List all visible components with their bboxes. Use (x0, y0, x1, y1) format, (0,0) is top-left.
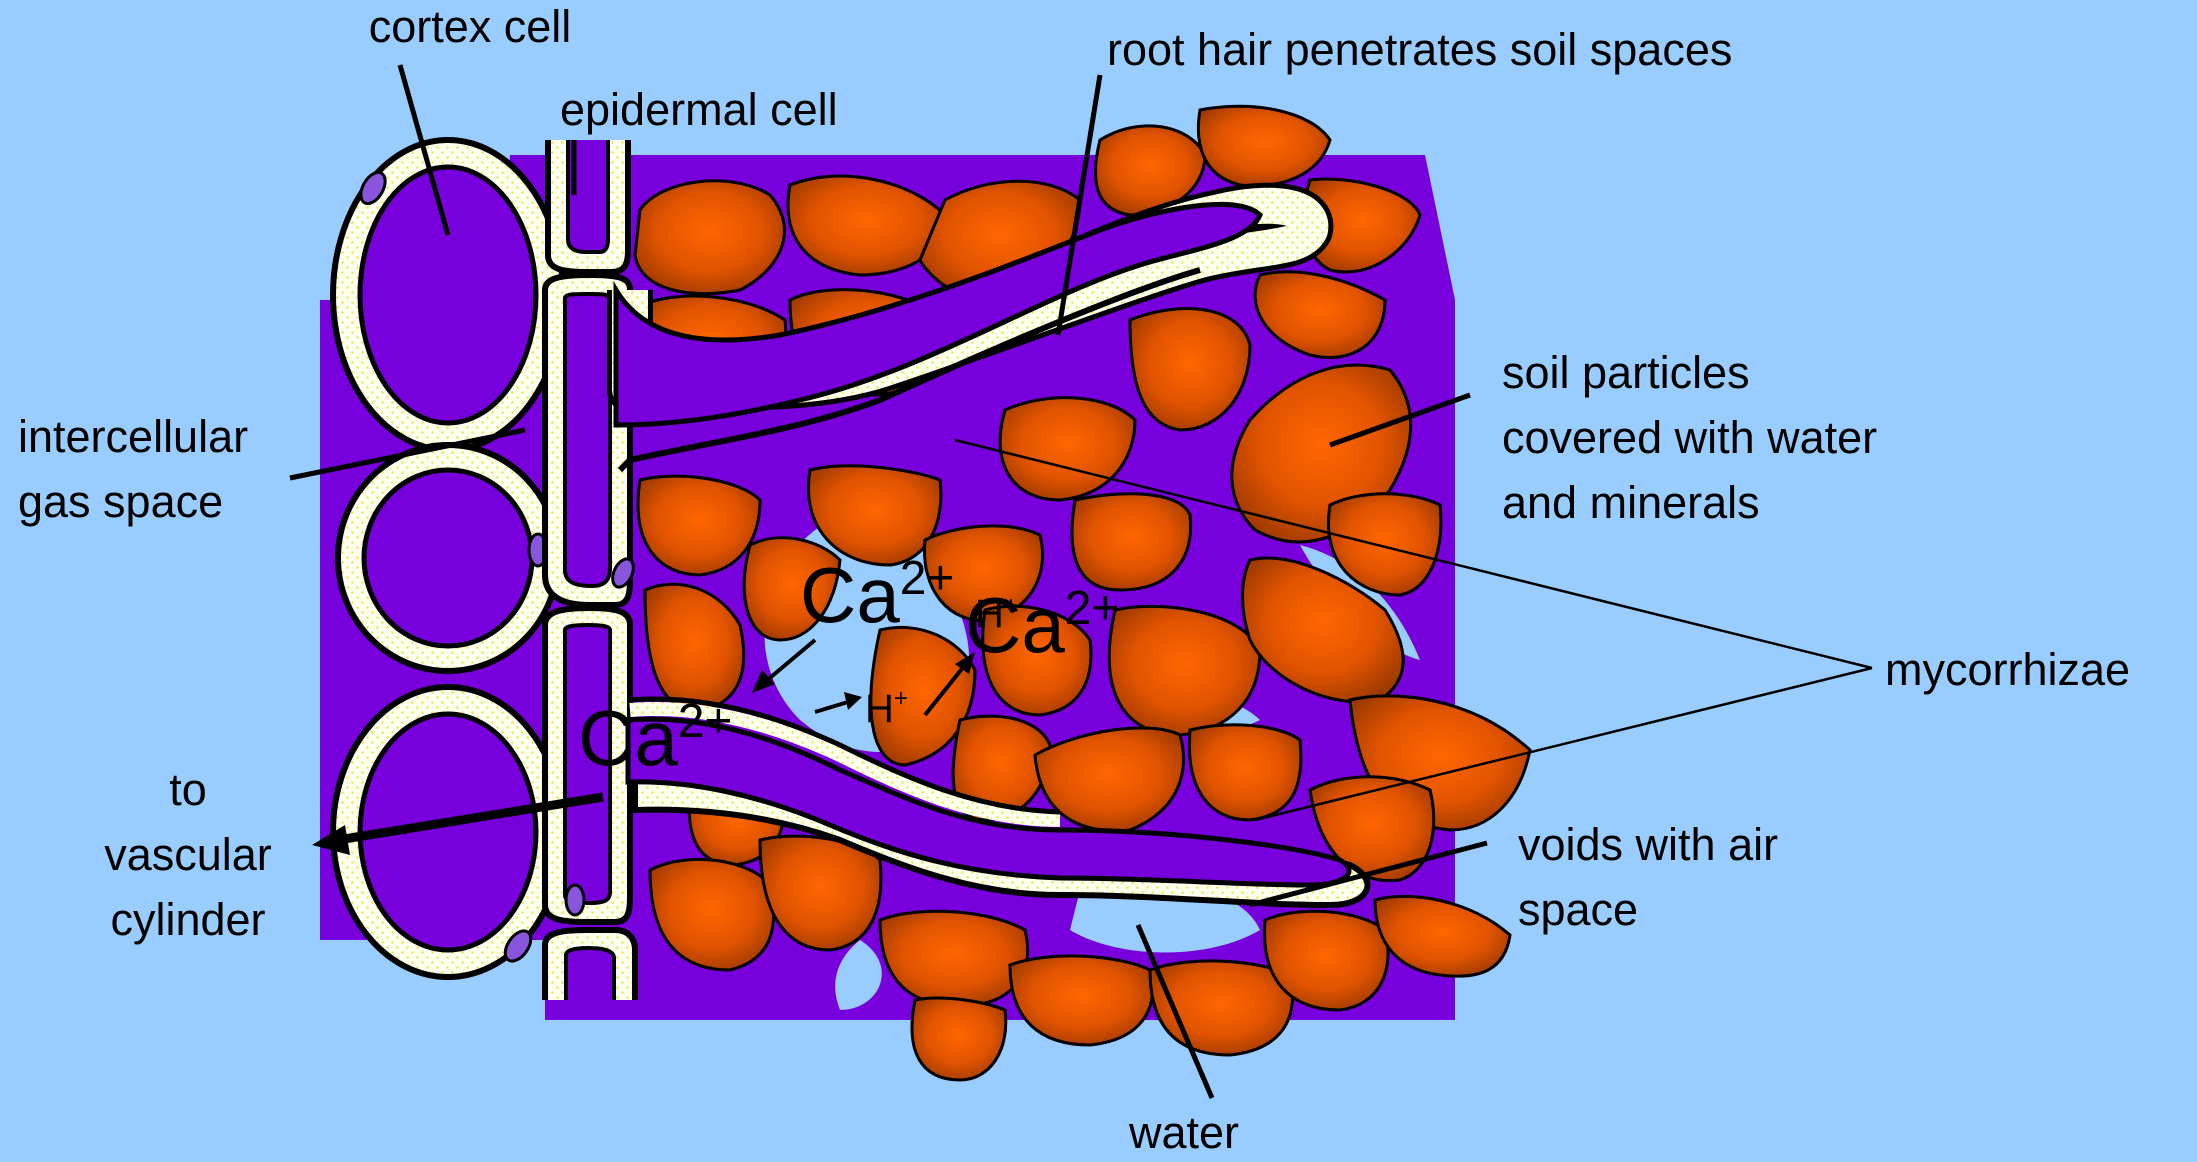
label-intercellular-line1: intercellular (18, 411, 248, 462)
label-intercellular-line2: gas space (18, 476, 223, 527)
label-water: water (1128, 1107, 1239, 1157)
label-voids-line1: voids with air (1518, 819, 1778, 870)
label-soil-line2: covered with water (1502, 412, 1877, 463)
cortex-cell-top (333, 140, 563, 450)
label-cylinder: cylinder (110, 894, 265, 945)
cortex-cells (333, 140, 563, 977)
label-vascular: vascular (104, 829, 272, 880)
label-epidermal-cell: epidermal cell (560, 84, 838, 135)
label-mycorrhizae: mycorrhizae (1885, 644, 2130, 695)
label-soil-line1: soil particles (1502, 347, 1750, 398)
label-voids-line2: space (1518, 884, 1638, 935)
label-cortex-cell: cortex cell (369, 1, 572, 52)
label-root-hair: root hair penetrates soil spaces (1107, 24, 1732, 75)
cortex-cell-middle (338, 445, 558, 671)
epidermal-cells (545, 140, 637, 1000)
label-to: to (169, 764, 207, 815)
label-soil-line3: and minerals (1502, 477, 1760, 528)
